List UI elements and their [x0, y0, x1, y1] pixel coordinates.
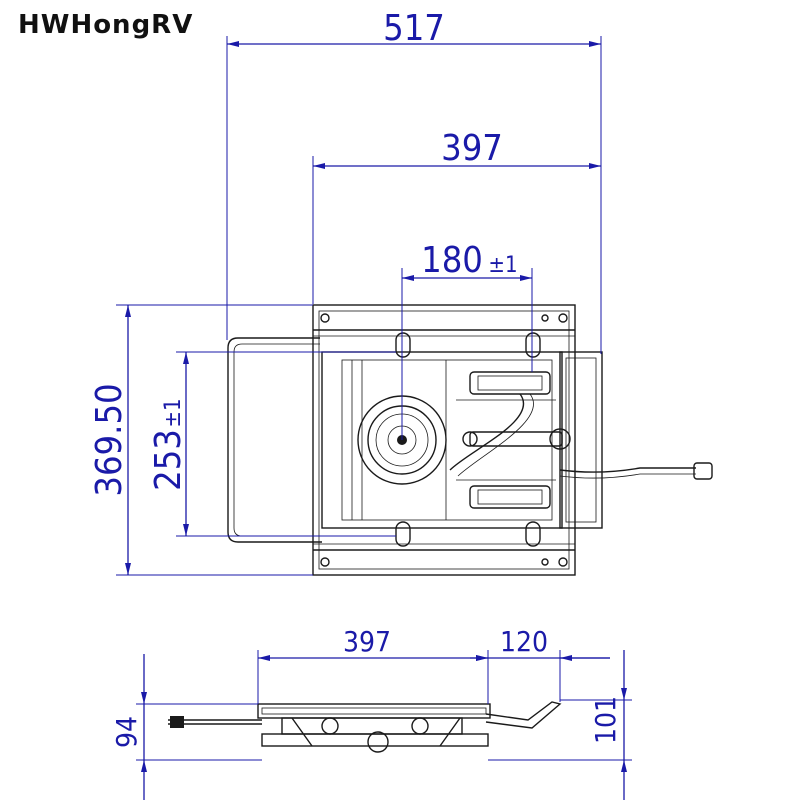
top-cylinder-lower — [469, 485, 551, 509]
dim-label-180: 180 — [421, 240, 483, 281]
brand-logo-text: HWHongRV — [18, 10, 194, 40]
dim-label-517: 517 — [383, 8, 445, 49]
side-base-plate — [261, 733, 489, 747]
dimension-lines — [116, 36, 632, 800]
top-right-plate-inner — [565, 357, 597, 523]
dim-label-397-side: 397 — [343, 625, 391, 658]
dim-label-253: 253 — [148, 429, 189, 491]
dim-label-397-top: 397 — [441, 128, 503, 169]
top-bolt-tl — [320, 313, 330, 323]
top-slot-lower-right — [525, 521, 541, 547]
dim-label-120: 120 — [500, 625, 548, 658]
dim-label-180-tol: ±1 — [488, 253, 517, 278]
top-bolt-tr — [558, 313, 568, 323]
side-handle — [485, 701, 562, 729]
dim-label-94: 94 — [110, 716, 143, 748]
top-cylinder-upper — [469, 371, 551, 395]
dim-label-101: 101 — [589, 696, 622, 744]
dim-label-369-50: 369.50 — [89, 383, 130, 496]
side-mechanism — [281, 717, 463, 735]
dimension-labels: 517 397 180 ±1 369.50 253 ±1 397 120 94 … — [89, 8, 622, 748]
top-handle-loop-inner — [233, 343, 322, 537]
top-release-cable — [559, 467, 696, 473]
top-slot-upper-right — [525, 332, 541, 358]
top-cable-end — [693, 462, 713, 480]
top-base-frame — [312, 304, 576, 576]
side-top-plate — [257, 703, 491, 719]
dim-label-253-tol: ±1 — [161, 398, 186, 427]
top-bolt-bl — [320, 557, 330, 567]
top-base-frame-inner — [318, 310, 570, 570]
top-right-plate — [559, 351, 603, 529]
top-cable-inner — [449, 393, 524, 471]
side-cable-end — [170, 716, 184, 728]
top-center-rod — [469, 431, 563, 447]
top-inner-frame-2 — [341, 359, 553, 521]
top-handle-loop — [227, 337, 322, 543]
top-view — [227, 304, 713, 576]
top-bolt-br — [558, 557, 568, 567]
top-slot-upper-left — [395, 332, 411, 358]
side-view — [168, 701, 562, 753]
top-slot-lower-left — [395, 521, 411, 547]
